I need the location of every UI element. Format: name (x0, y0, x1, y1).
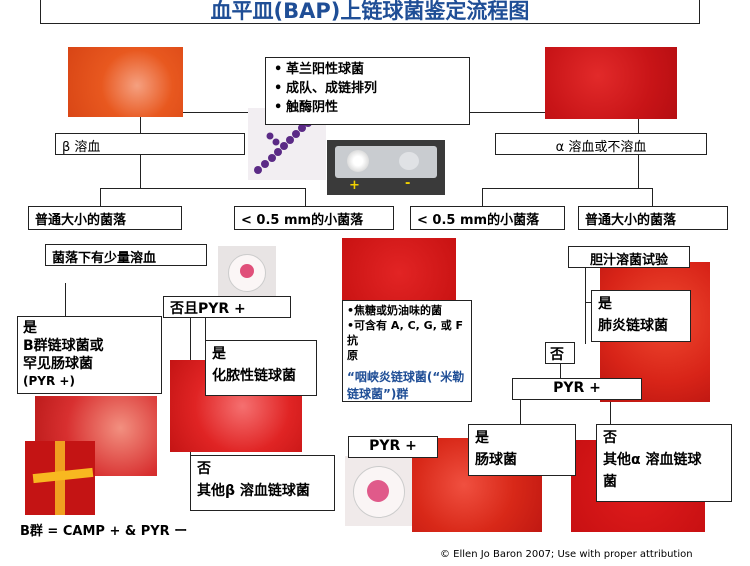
beta-hemolysis-box: β 溶血 (55, 133, 245, 155)
page-title: 血平皿(BAP)上链球菌鉴定流程图 (40, 0, 700, 24)
criteria-gram-positive: 革兰阳性球菌 (274, 60, 465, 79)
catalase-minus-label: - (405, 176, 411, 191)
catalase-plus-label: + (349, 178, 360, 193)
enterococcus-name: 肠球菌 (475, 452, 517, 468)
anginosus-note-1: •焦糖或奶油味的菌 (347, 304, 443, 317)
camp-test-photo (25, 441, 95, 515)
connector-alpha-branch (482, 188, 652, 189)
groupb-yes: 是 (23, 320, 37, 336)
beta-small-colony-box: < 0.5 mm的小菌落 (234, 206, 394, 230)
no-pyr-positive-box: 否且PYR + (163, 296, 291, 318)
pneumo-yes: 是 (598, 296, 612, 312)
small-colony-plate-photo (342, 238, 456, 308)
alpha-normal-colony-box: 普通大小的菌落 (578, 206, 728, 230)
anginosus-group-box: •焦糖或奶油味的菌 •可含有 A, C, G, 或 F 抗 原 “咽峡炎链球菌(… (342, 300, 472, 402)
connector-alpha-normal (652, 188, 653, 208)
enterococcus-yes: 是 (475, 430, 489, 446)
pyr-plus-alpha-box: PYR + (512, 378, 642, 400)
other-beta-no: 否 (197, 461, 211, 477)
pyr-test-photo-1 (218, 246, 276, 298)
groupb-enterococcus: 罕见肠球菌 (23, 356, 93, 372)
connector-beta-normal (100, 188, 101, 208)
connector-beta-small (305, 188, 306, 208)
beta-normal-colony-box: 普通大小的菌落 (28, 206, 182, 230)
connector-bile (585, 266, 586, 344)
other-beta-result-box: 否 其他β 溶血链球菌 (190, 455, 335, 511)
other-beta-name: 其他β 溶血链球菌 (197, 483, 310, 499)
alpha-hemolysis-box: α 溶血或不溶血 (495, 133, 707, 155)
connector-to-enterococcus (520, 398, 521, 426)
connector-beta-down (140, 153, 141, 188)
connector-alpha-small (482, 188, 483, 208)
connector-to-other-alpha (610, 398, 611, 426)
anginosus-note-2: •可含有 A, C, G, 或 F 抗 (347, 319, 464, 347)
catalase-slide-photo: + - (327, 140, 445, 195)
other-alpha-no: 否 (603, 430, 617, 446)
connector-to-pyogenes (205, 316, 206, 342)
pyr-plus-small-box: PYR + (348, 436, 438, 458)
other-alpha-name-2: 菌 (603, 474, 617, 490)
alpha-small-colony-box: < 0.5 mm的小菌落 (410, 206, 565, 230)
bile-solubility-box: 胆汁溶菌试验 (568, 246, 690, 268)
groupb-definition: B群 = CAMP + & PYR ー (20, 524, 188, 539)
beta-plate-photo (68, 47, 183, 117)
pneumo-result-box: 是 肺炎链球菌 (591, 290, 691, 342)
anginosus-name-1: “咽峡炎链球菌(“米勒 (347, 370, 465, 384)
other-alpha-result-box: 否 其他α 溶血链球 菌 (596, 424, 732, 502)
group-b-result-box: 是 B群链球菌或 罕见肠球菌 (PYR +) (17, 316, 162, 394)
connector-alpha-down (638, 153, 639, 188)
bile-no-box: 否 (545, 342, 575, 364)
anginosus-note-3: 原 (347, 349, 358, 362)
connector-to-groupb (65, 283, 66, 317)
connector-no-to-pyr (560, 362, 561, 380)
anginosus-name-2: 链球菌”)群 (347, 387, 409, 401)
initial-criteria-box: 革兰阳性球菌 成队、成链排列 触酶阴性 (265, 57, 470, 125)
other-alpha-name-1: 其他α 溶血链球 (603, 452, 702, 468)
beta-halo-box: 菌落下有少量溶血 (45, 244, 207, 266)
enterococcus-result-box: 是 肠球菌 (468, 424, 576, 476)
connector-beta-branch (100, 188, 305, 189)
connector-to-beta (140, 112, 141, 134)
alpha-plate-photo (545, 47, 677, 119)
criteria-catalase-negative: 触酶阴性 (274, 98, 465, 117)
pyogenes-result-box: 是 化脓性链球菌 (205, 340, 317, 396)
connector-to-pneumo (585, 302, 595, 303)
pyr-test-photo-2 (345, 456, 413, 526)
pneumo-name: 肺炎链球菌 (598, 318, 668, 334)
pyogenes-yes: 是 (212, 346, 226, 362)
copyright-text: © Ellen Jo Baron 2007; Use with proper a… (440, 549, 693, 560)
groupb-name: B群链球菌或 (23, 338, 104, 354)
pyogenes-name: 化脓性链球菌 (212, 368, 296, 384)
connector-to-alpha (638, 112, 639, 134)
groupb-pyr: (PYR +) (23, 374, 75, 388)
criteria-chains: 成队、成链排列 (274, 79, 465, 98)
